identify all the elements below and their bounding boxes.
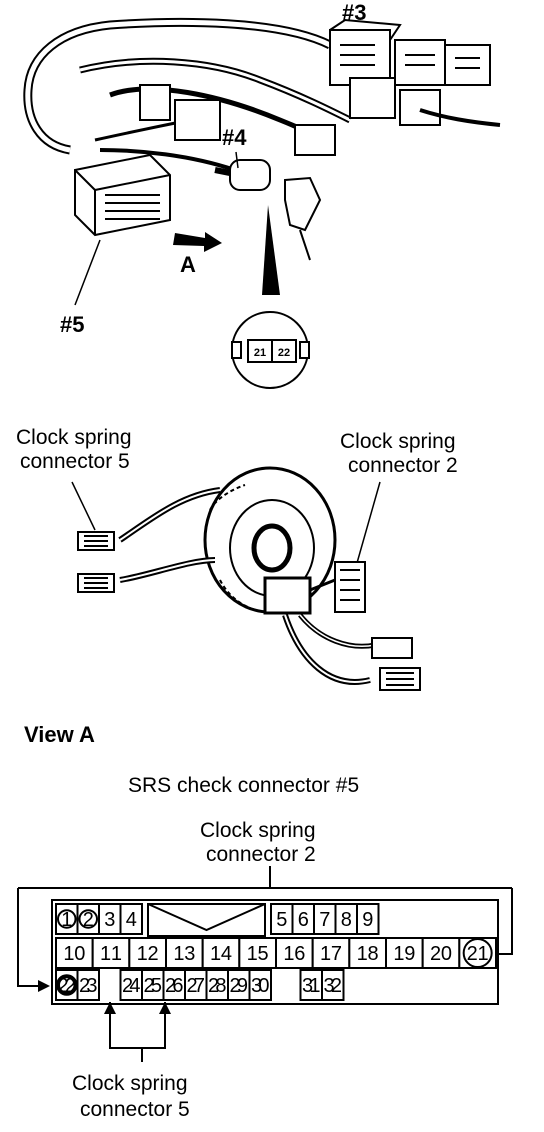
pin-label-21: 21 <box>467 943 489 965</box>
connector-key-area <box>147 903 266 937</box>
clock-spring-left-label-2: connector 5 <box>20 450 130 473</box>
pin-label-28: 28 <box>208 975 227 997</box>
pin-label-19: 19 <box>393 943 415 965</box>
callout-5: #5 <box>60 312 84 337</box>
srs-bottom-callout-1: Clock spring <box>72 1072 188 1095</box>
pin-circle-2 <box>78 909 98 929</box>
view-a-arrow <box>173 232 222 252</box>
pin-label-29: 29 <box>230 975 249 997</box>
arrow-up-23 <box>104 1002 116 1014</box>
srs-top-callout-1: Clock spring <box>200 819 316 842</box>
inset-pin-21: 21 <box>254 347 266 359</box>
pin-cell-17 <box>311 937 351 969</box>
pin-circle-1 <box>57 909 77 929</box>
inset-pin-22: 22 <box>278 347 290 359</box>
arrow-to-22 <box>38 980 50 992</box>
connector-key-mark <box>147 903 266 932</box>
srs-bottom-callout-2: connector 5 <box>80 1098 190 1121</box>
pin-label-20: 20 <box>430 943 452 965</box>
connector-housing <box>51 899 499 1005</box>
pin-label-32: 32 <box>324 975 343 997</box>
pin-label-27: 27 <box>187 975 206 997</box>
pin-cell-19 <box>385 937 424 969</box>
pin-label-11: 11 <box>100 943 122 965</box>
srs-title: SRS check connector #5 <box>128 774 359 797</box>
harness-illustration <box>23 17 501 306</box>
pin-label-18: 18 <box>357 943 379 965</box>
pin-label-3: 3 <box>104 909 115 931</box>
pin-label-14: 14 <box>210 943 232 965</box>
pin-cell-11 <box>91 937 131 969</box>
pin-cell-16 <box>275 937 314 969</box>
pin-label-2: 2 <box>83 909 94 931</box>
clock-spring-left-label-1: Clock spring <box>16 426 132 449</box>
pin-cell-15 <box>238 937 277 969</box>
clock-spring-illustration <box>71 466 421 691</box>
pin-label-13: 13 <box>173 943 195 965</box>
clock-spring-right-label-2: connector 2 <box>348 454 458 477</box>
pin-circle-21 <box>462 938 493 968</box>
pin-cell-9 <box>356 903 380 935</box>
pin-label-22: 22 <box>58 975 77 997</box>
pin-label-23: 23 <box>79 975 98 997</box>
pin-cell-23 <box>76 969 100 1001</box>
pin-label-15: 15 <box>247 943 269 965</box>
pin-cell-20 <box>421 937 461 969</box>
pin-label-17: 17 <box>320 943 342 965</box>
inset-connector: 21 22 <box>231 311 310 389</box>
pin-label-12: 12 <box>137 943 159 965</box>
pin-cell-32 <box>321 969 345 1001</box>
pin-cell-21 <box>458 937 498 969</box>
pin-label-7: 7 <box>319 909 330 931</box>
pin-cell-13 <box>165 937 204 969</box>
arrow-up-24 <box>159 1002 171 1014</box>
pin-label-9: 9 <box>362 909 373 931</box>
pin-label-25: 25 <box>144 975 163 997</box>
pin-label-24: 24 <box>122 975 141 997</box>
pin-cell-12 <box>128 937 167 969</box>
srs-top-callout-2: connector 2 <box>206 843 316 866</box>
pin-label-30: 30 <box>251 975 270 997</box>
pin-label-10: 10 <box>63 943 85 965</box>
pin-cell-4 <box>119 903 143 935</box>
callout-4: #4 <box>222 125 247 150</box>
callout-a: A <box>180 252 196 277</box>
pin-label-16: 16 <box>283 943 305 965</box>
pin-label-5: 5 <box>276 909 287 931</box>
pin-label-8: 8 <box>341 909 352 931</box>
callout-3: #3 <box>342 0 366 25</box>
pin-label-6: 6 <box>298 909 309 931</box>
pin-label-4: 4 <box>126 909 137 931</box>
pointer-triangle <box>262 205 280 295</box>
pin-cell-10 <box>55 937 94 969</box>
pin-label-26: 26 <box>165 975 184 997</box>
clock-spring-right-label-1: Clock spring <box>340 430 456 453</box>
pin-label-31: 31 <box>302 975 321 997</box>
pin-label-1: 1 <box>61 909 72 931</box>
srs-wiring <box>17 866 513 1062</box>
pin-circle-22 <box>56 974 78 996</box>
view-a-label: View A <box>24 722 95 747</box>
pin-cell-30 <box>248 969 272 1001</box>
